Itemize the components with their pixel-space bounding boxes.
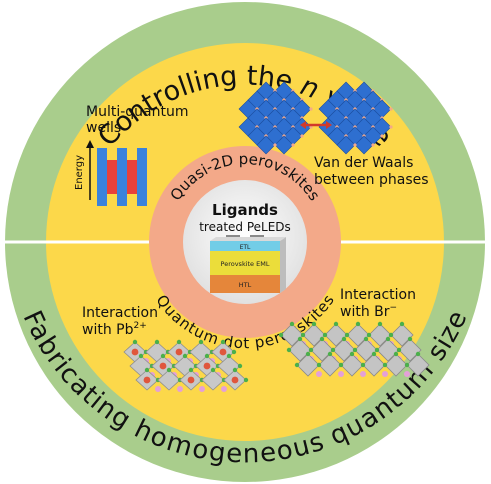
etl-layer xyxy=(210,241,280,251)
pb-lattice-icon xyxy=(123,339,249,392)
htl-label: HTL xyxy=(239,281,252,289)
br-label-line2: with Br− xyxy=(340,303,397,320)
pb-label-line1: Interaction xyxy=(82,305,158,321)
eml-layer xyxy=(210,251,280,275)
pb-label-line2: with Pb2+ xyxy=(82,321,147,338)
br-lattice-icon xyxy=(278,321,430,377)
eml-label: Perovskite EML xyxy=(221,260,270,268)
energy-label: Energy xyxy=(74,155,85,190)
vdw-label-line2: between phases xyxy=(314,172,429,188)
br-label-line1: Interaction xyxy=(340,287,416,303)
vdw-label-line1: Van der Waals xyxy=(314,155,413,171)
vdw-octahedra-icon xyxy=(238,81,393,155)
center-title: Ligands xyxy=(212,201,278,219)
device-stack: ETL Perovskite EML HTL xyxy=(210,235,286,293)
stack-side xyxy=(280,237,286,293)
etl-label: ETL xyxy=(240,244,251,251)
quantum-wells-icon xyxy=(97,148,147,206)
mqw-label-line2: wells xyxy=(86,120,121,136)
htl-layer xyxy=(210,275,280,293)
energy-axis xyxy=(86,140,94,200)
stack-top xyxy=(210,237,286,241)
center-subtitle: treated PeLEDs xyxy=(199,220,291,234)
mqw-label-line1: Multi-quantum xyxy=(86,104,188,120)
